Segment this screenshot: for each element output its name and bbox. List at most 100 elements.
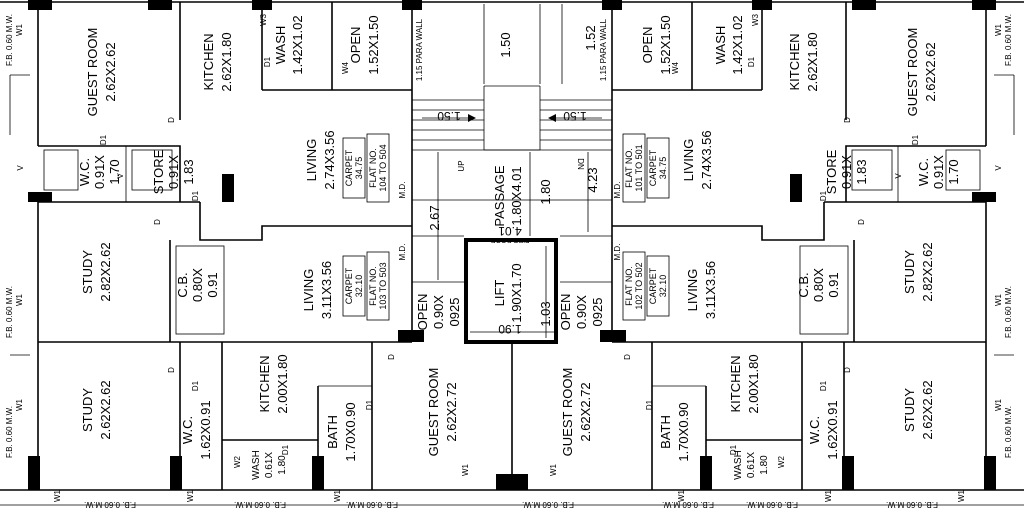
- svg-text:CARPET: CARPET: [648, 149, 658, 186]
- door-label: D1: [729, 444, 738, 455]
- ventilator-label: V: [116, 173, 125, 179]
- room-passage: PASSAGE 1.80X4.01: [492, 165, 524, 227]
- door-label: D1: [819, 190, 828, 201]
- dim-1-90: 1.90: [498, 322, 522, 336]
- fb-label: F.B. 0.60 M.W.: [1004, 14, 1013, 66]
- room-wc-bl: W.C. 1.62X0.91: [180, 400, 213, 459]
- room-kitchen-br: KITCHEN 2.00X1.80: [728, 354, 761, 413]
- room-guest-bl: GUEST ROOM 2.62X2.72: [426, 368, 459, 457]
- room-kitchen-bl: KITCHEN 2.00X1.80: [257, 354, 290, 413]
- door-label: D1: [911, 134, 920, 145]
- room-name: BATH: [325, 415, 340, 449]
- dim-2-67: 2.67: [427, 205, 442, 230]
- room-name: OPEN: [348, 27, 363, 64]
- window-label: W1: [824, 489, 833, 502]
- room-dim: 0.61X: [264, 452, 275, 478]
- svg-text:FLAT NO.: FLAT NO.: [368, 266, 378, 306]
- room-name: PASSAGE: [492, 165, 507, 227]
- room-dim: 1.42X1.02: [290, 15, 305, 74]
- svg-text:34.75: 34.75: [658, 157, 668, 180]
- room-dim: 0.61X: [746, 452, 757, 478]
- room-name: STUDY: [80, 250, 95, 294]
- room-dim: 1.80X4.01: [509, 166, 524, 225]
- window-label: W4: [671, 61, 680, 74]
- ventilator-label: V: [16, 165, 25, 171]
- room-name: GUEST ROOM: [426, 368, 441, 457]
- room-dim: 2.74X3.56: [699, 130, 714, 189]
- room-dim: 0.90X: [431, 295, 446, 329]
- room-name: W.C.: [807, 416, 822, 444]
- fb-label: F.B. 0.60 M.W.: [746, 500, 798, 509]
- room-name: GUEST ROOM: [560, 368, 575, 457]
- door-label: D1: [645, 399, 654, 410]
- room-dim: 0.80X: [190, 268, 205, 302]
- dim-1-52-top: 1.52: [583, 25, 598, 50]
- window-label: W1: [461, 463, 470, 476]
- room-dim: 2.82X2.62: [98, 242, 113, 301]
- room-dim: 2.82X2.62: [920, 242, 935, 301]
- room-name: W.C.: [77, 158, 92, 186]
- room-name: KITCHEN: [257, 355, 272, 412]
- door-label: D1: [263, 56, 272, 67]
- window-label: W1: [994, 398, 1003, 411]
- room-dim: 1.83: [181, 159, 196, 184]
- door-label: D: [843, 117, 852, 123]
- room-name: GUEST ROOM: [905, 28, 920, 117]
- window-label: W1: [549, 463, 558, 476]
- door-label: D1: [191, 380, 200, 391]
- room-name: W.C.: [180, 416, 195, 444]
- room-dim: 0.91X: [839, 155, 854, 189]
- room-name: OPEN: [558, 294, 573, 331]
- room-name: WASH: [733, 450, 744, 480]
- svg-text:103 TO 503: 103 TO 503: [378, 262, 388, 309]
- room-dim: 2.62X1.80: [805, 32, 820, 91]
- room-name: GUEST ROOM: [85, 28, 100, 117]
- room-dim: 0.91: [205, 272, 220, 297]
- window-label: W1: [53, 489, 62, 502]
- room-name: STORE: [824, 149, 839, 194]
- svg-text:101 TO 501: 101 TO 501: [634, 144, 644, 191]
- room-dim: 2.62X2.62: [103, 42, 118, 101]
- room-lift: LIFT 1.90X1.70: [492, 263, 524, 322]
- svg-text:CARPET: CARPET: [344, 267, 354, 304]
- room-dim: 0.91X: [92, 155, 107, 189]
- stair-down: DN: [576, 158, 585, 170]
- carpet-tag-502: CARPET 32.10: [646, 255, 670, 317]
- room-dim: 2.62X1.80: [219, 32, 234, 91]
- room-name: W.C.: [916, 158, 931, 186]
- window-label: W1: [333, 489, 342, 502]
- flat-tag-503: FLAT NO. 103 TO 503: [366, 251, 390, 321]
- door-label: D: [623, 354, 632, 360]
- room-study-br: STUDY 2.62X2.62: [902, 380, 935, 439]
- room-dim: 3.11X3.56: [319, 261, 334, 319]
- door-label: D: [153, 219, 162, 225]
- room-dim: 1.62X0.91: [198, 400, 213, 459]
- ventilator-label: V: [894, 173, 903, 179]
- room-dim: 0.90X: [574, 295, 589, 329]
- flat-tag-504: FLAT NO. 104 TO 504: [366, 133, 390, 203]
- room-study-bl: STUDY 2.62X2.62: [80, 380, 113, 439]
- room-name: LIVING: [685, 269, 700, 312]
- room-name: WASH: [273, 26, 288, 65]
- flat-tag-501: FLAT NO. 101 TO 501: [622, 133, 646, 203]
- room-wash-tr: WASH 1.42X1.02: [713, 15, 745, 74]
- dimension-labels: 1.50 1.52 1.50 1.50 2.67 1.80 4.23 4.01 …: [427, 25, 600, 336]
- room-study-ml: STUDY 2.82X2.62: [80, 242, 113, 301]
- room-name: LIVING: [304, 139, 319, 182]
- room-name: STUDY: [902, 388, 917, 432]
- room-name: LIFT: [492, 280, 507, 307]
- fb-label: F.B. 0.60 M.W.: [346, 500, 398, 509]
- room-dim: 1.52X1.50: [658, 15, 673, 74]
- lift-shaft: [464, 238, 558, 344]
- room-dim: 1.80: [759, 455, 770, 475]
- door-label: D: [387, 354, 396, 360]
- door-label: D1: [281, 444, 290, 455]
- fb-label: F.B. 0.60 M.W.: [886, 500, 938, 509]
- room-dim: 1.90X1.70: [509, 263, 524, 322]
- carpet-tag-503: CARPET 32.10: [342, 255, 366, 317]
- room-dim: 2.62X2.62: [923, 42, 938, 101]
- door-label: D: [857, 219, 866, 225]
- room-bath-br: BATH 1.70X0.90: [658, 402, 691, 461]
- columns: [28, 0, 996, 490]
- dim-1-80: 1.80: [538, 179, 553, 204]
